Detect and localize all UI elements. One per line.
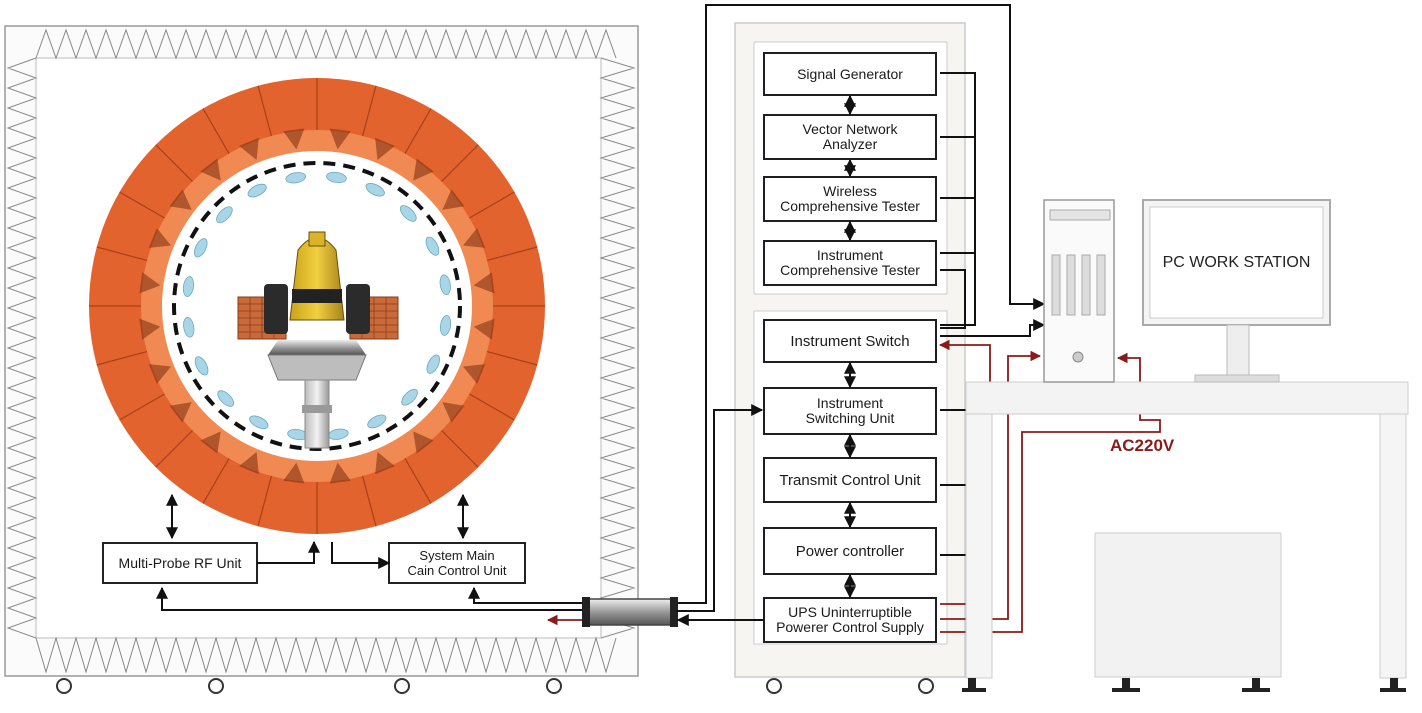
ac220v-label: AC220V [1110,436,1175,455]
switching-unit-box [763,387,937,435]
switch-to-pc-arrow [940,319,1046,337]
vector-network-analyzer-label: Vector Network Analyzer [802,121,898,152]
instrument-switch-label: Instrument Switch [790,332,910,350]
bus-to-control-arrow [468,586,584,604]
wireless-tester-label: Wireless Comprehensive Tester [780,183,920,214]
vector-network-analyzer-box [763,114,937,160]
wireless-tester-box [763,176,937,222]
power-controller-label: Power controller [795,542,905,560]
casters [56,678,934,694]
probe-rf-unit-label: Multi-Probe RF Unit [118,554,242,571]
switching-unit-label: Instrument Switching Unit [805,395,895,426]
probe-rf-unit-box [102,542,258,584]
desk [962,381,1409,692]
ups-label: UPS Uninterruptible Powerer Control Supp… [776,604,924,635]
bus-to-probe-arrow [156,586,584,611]
probe-to-center-arrow [257,540,320,564]
feedthrough-connector [582,597,678,627]
pc-monitor [1142,199,1331,383]
ups-box [763,597,937,643]
instrument-switch-box [763,319,937,363]
control-to-center-arrow [331,542,391,569]
top-link-line [676,4,1046,604]
pc-tower [1043,199,1115,383]
transmit-control-label: Transmit Control Unit [779,471,921,489]
power-line-3 [940,352,1161,633]
bus-to-switching-unit-arrow [676,404,764,612]
signal-generator-label: Signal Generator [797,65,903,82]
transmit-control-box [763,457,937,503]
control-unit-label: System Main Cain Control Unit [407,548,507,578]
pc-workstation-label: PC WORK STATION [1162,253,1311,271]
power-controller-box [763,527,937,575]
instrument-tester-label: Instrument Comprehensive Tester [780,247,920,278]
signal-generator-box [763,52,937,96]
satellite-device [237,231,399,449]
instrument-tester-box [763,240,937,286]
